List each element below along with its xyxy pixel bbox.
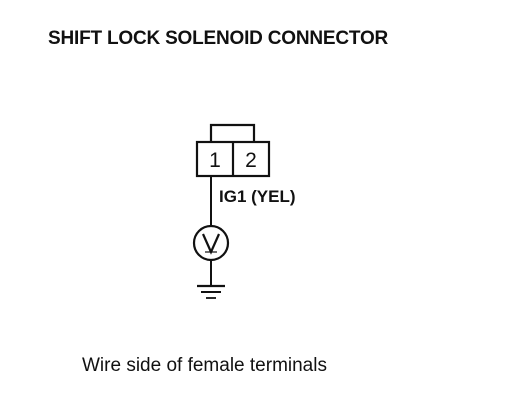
ground-icon: [197, 284, 225, 299]
pin-1-label: 1: [209, 149, 221, 172]
connector-latch: [209, 123, 256, 142]
pin-2-label: 2: [245, 149, 257, 172]
diagram-title: SHIFT LOCK SOLENOID CONNECTOR: [48, 28, 389, 49]
wire-label: IG1 (YEL): [219, 187, 296, 206]
voltmeter-icon: [192, 224, 230, 262]
caption: Wire side of female terminals: [82, 355, 327, 376]
